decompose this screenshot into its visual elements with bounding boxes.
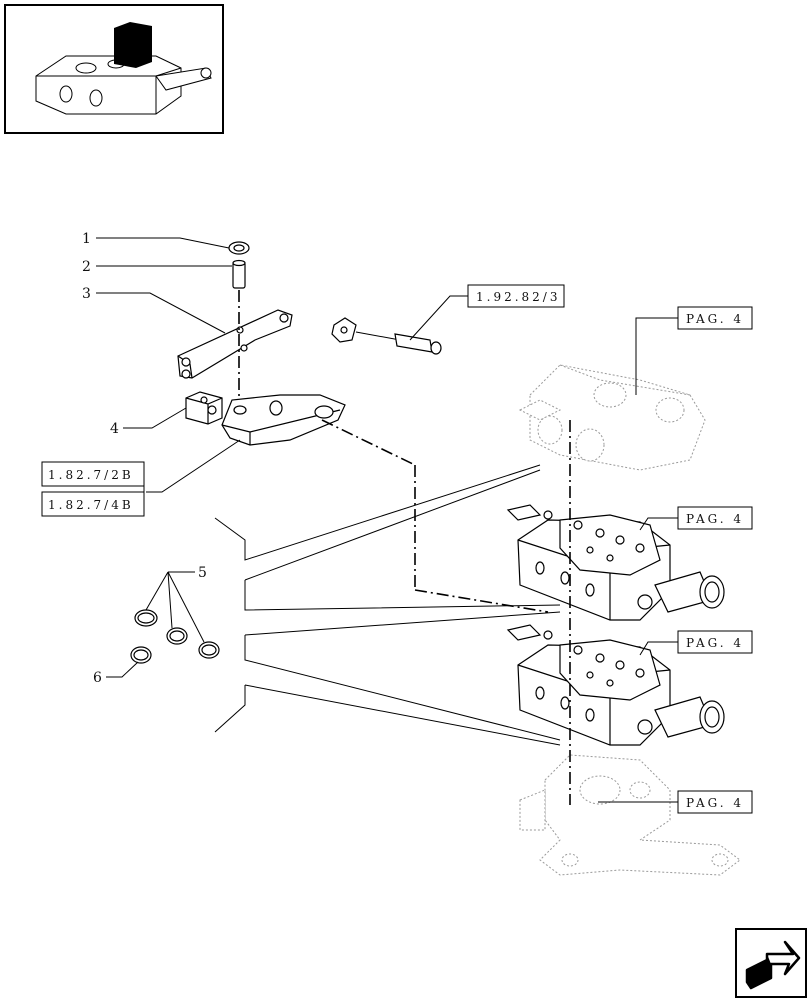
assembly-thumbnail [4, 4, 224, 134]
ghost-valve-housing-bottom [519, 754, 741, 876]
ref-box-1-82-7-2b[interactable]: 1.82.7/2B [41, 461, 145, 487]
valve-section-upper [506, 504, 725, 621]
callout-labels: 1 2 3 4 5 6 [82, 231, 207, 686]
callout-5: 5 [198, 565, 207, 581]
ref-box-1-92-82-3[interactable]: 1.92.82/3 [467, 284, 565, 308]
ref-box-pag-top[interactable]: PAG. 4 [677, 306, 753, 330]
control-rod [331, 317, 442, 355]
ref-label-1-82-7-4b: 1.82.7/4B [48, 498, 134, 512]
next-page-button[interactable] [735, 928, 807, 998]
ref-label-1-92-82-3: 1.92.82/3 [476, 290, 560, 304]
o-rings [130, 609, 220, 664]
callout-3: 3 [82, 286, 91, 302]
explosion-fan-lines [214, 464, 561, 746]
ref-box-pag-bottom[interactable]: PAG. 4 [677, 790, 753, 814]
ref-label-pag-valve-upper: PAG. 4 [686, 512, 744, 526]
next-page-arrow-icon [745, 940, 801, 990]
valve-section-lower [506, 624, 725, 746]
ref-label-1-82-7-2b: 1.82.7/2B [48, 468, 134, 482]
callout-6: 6 [93, 670, 102, 686]
ref-label-pag-valve-lower: PAG. 4 [686, 636, 744, 650]
callout-1: 1 [82, 231, 91, 247]
ref-box-1-82-7-4b[interactable]: 1.82.7/4B [41, 491, 145, 517]
part-1-circlip [228, 241, 250, 255]
part-4-block [185, 391, 223, 425]
lift-cover-thumbnail-icon [35, 22, 212, 115]
ref-label-pag-top: PAG. 4 [686, 312, 744, 326]
part-3-lever [177, 309, 293, 379]
bracket-arm [221, 394, 346, 446]
ref-label-pag-bottom: PAG. 4 [686, 796, 744, 810]
assembly-center-lines [238, 290, 571, 805]
ghost-valve-housing-top [518, 364, 706, 471]
ref-box-pag-valve-upper[interactable]: PAG. 4 [677, 506, 753, 530]
callout-4: 4 [110, 421, 119, 437]
callout-leaders [96, 237, 678, 803]
callout-2: 2 [82, 259, 91, 275]
part-2-pin [232, 259, 246, 289]
ref-box-pag-valve-lower[interactable]: PAG. 4 [677, 630, 753, 654]
